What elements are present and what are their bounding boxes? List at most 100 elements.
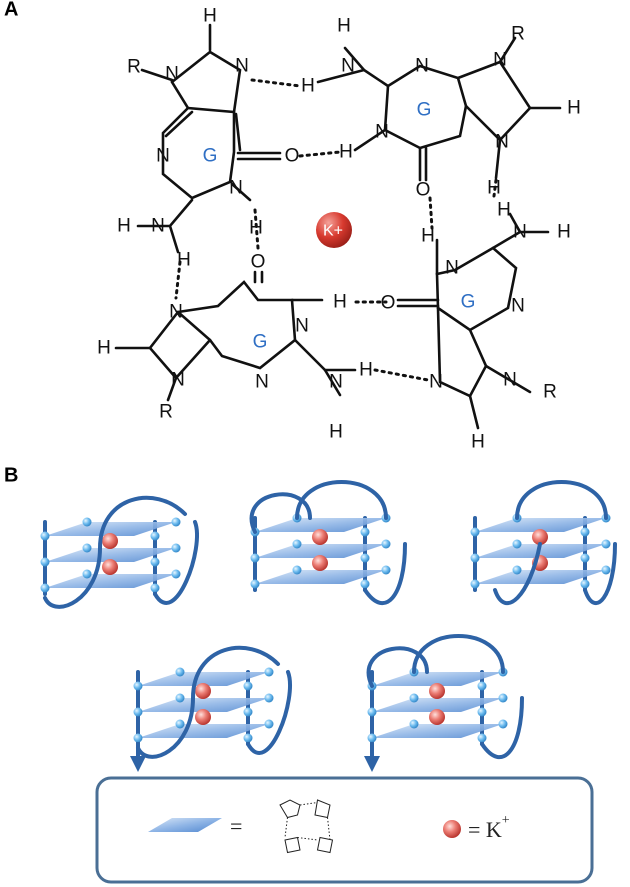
- nucleotide-bead: [409, 693, 419, 703]
- guanine-bottom-left: [114, 270, 357, 402]
- g1-h-n1: H: [249, 218, 263, 239]
- nucleotide-bead: [133, 681, 143, 691]
- g4-n7: N: [169, 302, 183, 323]
- g2-h-acceptor: H: [487, 178, 501, 199]
- g2-h8: H: [567, 98, 581, 119]
- g1-n2: N: [151, 216, 165, 237]
- nucleotide-bead: [381, 539, 391, 549]
- nucleotide-bead: [264, 667, 274, 677]
- g1-r: R: [127, 57, 141, 78]
- legend-ion-icon: [443, 820, 461, 838]
- nucleotide-bead: [409, 719, 419, 729]
- potassium-ion: [195, 683, 211, 699]
- nucleotide-bead: [360, 579, 370, 589]
- potassium-ion: [102, 533, 118, 549]
- nucleotide-bead: [470, 553, 480, 563]
- nucleotide-bead: [40, 531, 50, 541]
- g2-r: R: [511, 24, 525, 45]
- potassium-ion-label: K+: [323, 223, 343, 240]
- nucleotide-bead: [292, 539, 302, 549]
- potassium-ion-center: K+: [316, 212, 352, 248]
- nucleotide-bead: [40, 557, 50, 567]
- nucleotide-bead: [175, 667, 185, 677]
- g4-h-n2: H: [359, 360, 373, 381]
- nucleotide-bead: [171, 569, 181, 579]
- g3-h-n2b: H: [557, 222, 571, 243]
- nucleotide-bead: [264, 693, 274, 703]
- g4-n3: N: [255, 372, 269, 393]
- g2-n9: N: [493, 50, 507, 71]
- nucleotide-bead: [580, 579, 590, 589]
- g3-base-label: G: [461, 292, 476, 313]
- nucleotide-bead: [580, 527, 590, 537]
- g1-n9: N: [235, 56, 249, 77]
- g3-o6: O: [381, 293, 396, 314]
- topology-5: [364, 634, 524, 772]
- nucleotide-bead: [367, 733, 377, 743]
- g-tetrad-structure: N N H R N N O H N H H G H N H N N: [97, 6, 581, 453]
- nucleotide-bead: [477, 681, 487, 691]
- potassium-ion: [312, 529, 328, 545]
- g1-n3: N: [156, 146, 170, 167]
- g2-h-n2b: H: [301, 76, 315, 97]
- g3-h-n2: H: [497, 200, 511, 221]
- tetrad-plane: [255, 518, 386, 532]
- g2-h-n1: H: [339, 142, 353, 163]
- guanine-top-right: [316, 36, 562, 230]
- g3-h-n1: H: [421, 226, 435, 247]
- nucleotide-bead: [40, 583, 50, 593]
- g1-n1: N: [229, 178, 243, 199]
- nucleotide-bead: [243, 733, 253, 743]
- tetrad-plane: [138, 672, 269, 686]
- nucleotide-bead: [82, 569, 92, 579]
- guanine-bottom-right: [354, 212, 550, 430]
- nucleotide-bead: [580, 553, 590, 563]
- nucleotide-bead: [150, 557, 160, 567]
- g3-n2: N: [513, 222, 527, 243]
- g4-n2: N: [329, 372, 343, 393]
- g4-r: R: [159, 402, 173, 423]
- nucleotide-bead: [150, 583, 160, 593]
- tetrad-plane: [475, 570, 606, 584]
- potassium-ion: [429, 709, 445, 725]
- topology-2: [249, 480, 407, 606]
- topology-4: [130, 645, 292, 772]
- nucleotide-bead: [381, 565, 391, 575]
- g2-o6: O: [416, 180, 431, 201]
- g3-r: R: [543, 382, 557, 403]
- nucleotide-bead: [477, 707, 487, 717]
- g2-n1: N: [375, 122, 389, 143]
- nucleotide-bead: [601, 565, 611, 575]
- nucleotide-bead: [133, 733, 143, 743]
- tetrad-plane: [372, 724, 503, 738]
- tetrad-plane: [255, 544, 386, 558]
- g4-h8: H: [97, 338, 111, 359]
- nucleotide-bead: [264, 719, 274, 729]
- nucleotide-bead: [601, 539, 611, 549]
- nucleotide-bead: [175, 719, 185, 729]
- legend-tetrad-plane-icon: [148, 818, 222, 832]
- g4-base-label: G: [253, 332, 268, 353]
- quadruplex-topologies: [40, 480, 617, 772]
- g2-h-n2: H: [337, 16, 351, 37]
- nucleotide-bead: [470, 527, 480, 537]
- tetrad-plane: [372, 672, 503, 686]
- topology-1: [40, 495, 199, 609]
- g4-o6: O: [251, 252, 266, 273]
- g4-n1: N: [295, 316, 309, 337]
- g3-n1: N: [445, 258, 459, 279]
- nucleotide-bead: [512, 565, 522, 575]
- g2-n7: N: [495, 132, 509, 153]
- g1-h-n2b: H: [177, 250, 191, 271]
- g3-h8: H: [471, 432, 485, 453]
- nucleotide-bead: [292, 565, 302, 575]
- g1-base-label: G: [203, 146, 218, 167]
- legend-ion-text: = K+: [468, 813, 510, 842]
- nucleotide-bead: [512, 539, 522, 549]
- nucleotide-bead: [171, 517, 181, 527]
- tetrad-plane: [45, 574, 176, 588]
- nucleotide-bead: [82, 517, 92, 527]
- tetrad-plane: [475, 518, 606, 532]
- topology-3: [470, 480, 617, 606]
